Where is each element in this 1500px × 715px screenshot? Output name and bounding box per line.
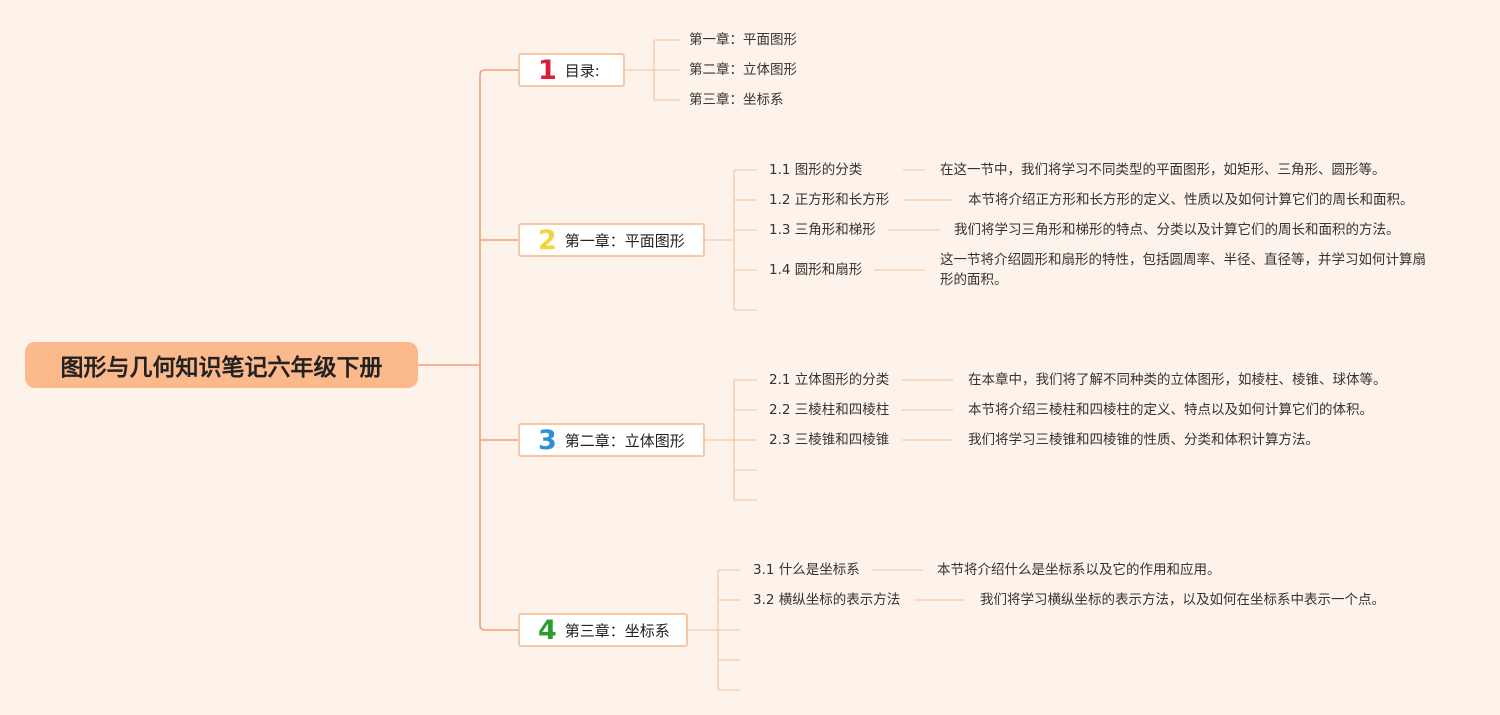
subtopic-1-1[interactable]: 1.1 图形的分类 [769, 162, 863, 178]
root-topic[interactable]: 图形与几何知识笔记六年级下册 [25, 342, 418, 388]
number-1-icon: 1 [538, 54, 557, 86]
topic-label: 第三章：坐标系 [564, 621, 670, 640]
subtopic-3-2-desc[interactable]: 我们将学习横纵坐标的表示方法，以及如何在坐标系中表示一个点。 [980, 592, 1385, 608]
subtopic-3-1-desc[interactable]: 本节将介绍什么是坐标系以及它的作用和应用。 [937, 562, 1221, 578]
topic-label: 第二章：立体图形 [564, 431, 685, 450]
topic-chapter-2[interactable]: 3 第二章：立体图形 [518, 423, 705, 457]
subtopic-1-4-desc[interactable]: 这一节将介绍圆形和扇形的特性，包括圆周率、半径、直径等，并学习如何计算扇形的面积… [940, 252, 1426, 288]
subtopic-2-3-desc[interactable]: 我们将学习三棱锥和四棱锥的性质、分类和体积计算方法。 [968, 432, 1319, 448]
subtopic-1-2[interactable]: 1.2 正方形和长方形 [769, 192, 890, 208]
subtopic-3-1[interactable]: 3.1 什么是坐标系 [753, 562, 860, 578]
topic-label: 目录: [564, 61, 600, 80]
subtopic-1-4[interactable]: 1.4 圆形和扇形 [769, 262, 863, 278]
toc-item[interactable]: 第二章：立体图形 [689, 62, 797, 78]
subtopic-1-1-desc[interactable]: 在这一节中，我们将学习不同类型的平面图形，如矩形、三角形、圆形等。 [940, 162, 1386, 178]
number-4-icon: 4 [538, 614, 557, 646]
subtopic-1-3[interactable]: 1.3 三角形和梯形 [769, 222, 876, 238]
topic-chapter-3[interactable]: 4 第三章：坐标系 [518, 613, 688, 647]
topic-chapter-1[interactable]: 2 第一章：平面图形 [518, 223, 705, 257]
topic-label: 第一章：平面图形 [564, 231, 685, 250]
subtopic-3-2[interactable]: 3.2 横纵坐标的表示方法 [753, 592, 901, 608]
number-3-icon: 3 [538, 424, 557, 456]
subtopic-2-1[interactable]: 2.1 立体图形的分类 [769, 372, 890, 388]
subtopic-2-3[interactable]: 2.3 三棱锥和四棱锥 [769, 432, 890, 448]
toc-item[interactable]: 第三章：坐标系 [689, 92, 784, 108]
subtopic-1-2-desc[interactable]: 本节将介绍正方形和长方形的定义、性质以及如何计算它们的周长和面积。 [968, 192, 1414, 208]
subtopic-1-3-desc[interactable]: 我们将学习三角形和梯形的特点、分类以及计算它们的周长和面积的方法。 [954, 222, 1400, 238]
subtopic-2-2[interactable]: 2.2 三棱柱和四棱柱 [769, 402, 890, 418]
subtopic-2-1-desc[interactable]: 在本章中，我们将了解不同种类的立体图形，如棱柱、棱锥、球体等。 [968, 372, 1387, 388]
toc-item[interactable]: 第一章：平面图形 [689, 32, 797, 48]
topic-toc[interactable]: 1 目录: [518, 53, 625, 87]
number-2-icon: 2 [538, 224, 557, 256]
subtopic-2-2-desc[interactable]: 本节将介绍三棱柱和四棱柱的定义、特点以及如何计算它们的体积。 [968, 402, 1373, 418]
